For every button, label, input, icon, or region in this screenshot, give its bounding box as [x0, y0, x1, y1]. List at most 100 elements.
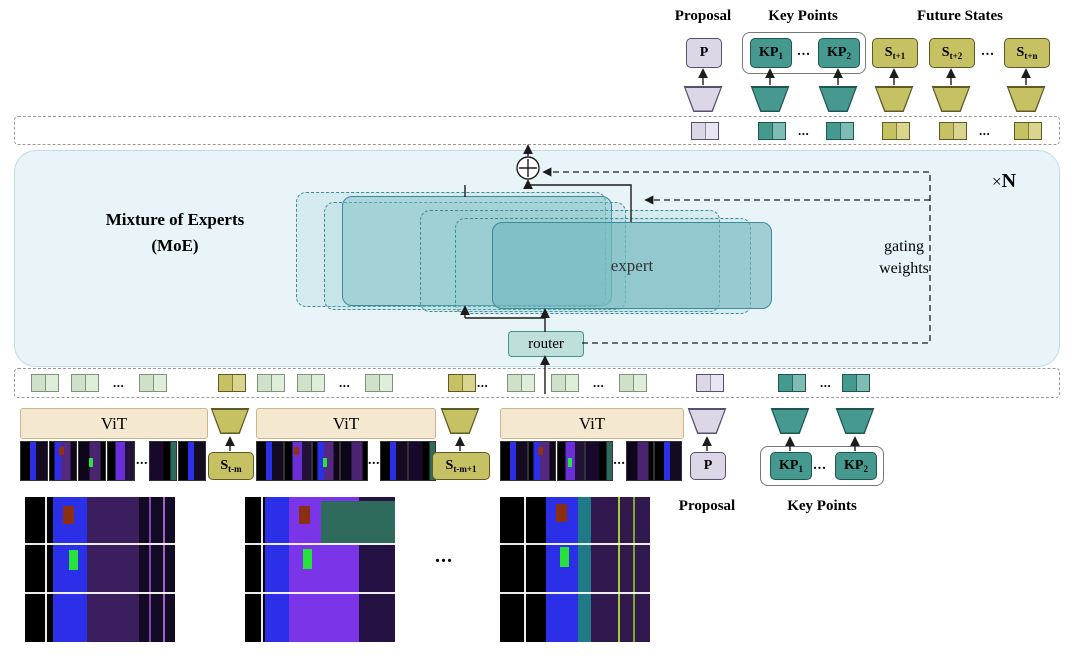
grid-line — [500, 543, 650, 545]
map-region — [321, 501, 395, 545]
vehicle-marker — [63, 506, 74, 524]
key-points-input-label: Key Points — [787, 498, 857, 514]
vit-label: ViT — [578, 413, 606, 433]
token-pair-olive — [1014, 121, 1042, 140]
future-state-n-decoder-head — [1006, 86, 1046, 112]
box-label: S — [884, 45, 893, 60]
token-pair-green — [507, 374, 535, 392]
vit-patch — [625, 441, 654, 481]
vit-patch — [78, 441, 106, 481]
ellipsis: ... — [613, 453, 626, 468]
output-token-row: ...... — [14, 116, 1060, 145]
keypoint-2-encoder-head — [835, 408, 875, 434]
router-box: router — [508, 331, 584, 357]
key-points-output-label: Key Points — [768, 8, 838, 24]
keypoint-1-decoder-head — [750, 86, 790, 112]
token-pair-green — [551, 374, 579, 392]
token-pair-lavender — [691, 121, 719, 140]
input-token-row: ............... — [14, 368, 1060, 398]
vit-patch — [284, 441, 312, 481]
vit-patch — [584, 441, 613, 481]
vit-patch — [380, 441, 408, 481]
patch-strip-2: ... — [256, 441, 436, 481]
vit-encoder-3: ViT — [500, 408, 684, 439]
vit-encoder-2: ViT — [256, 408, 436, 439]
lane-line — [149, 497, 151, 642]
vit-patch — [653, 441, 682, 481]
token-pair-olive — [939, 121, 967, 140]
ego-marker — [560, 547, 569, 567]
ellipsis: ... — [813, 458, 827, 473]
vit-patch — [256, 441, 284, 481]
proposal-output-box: P — [686, 38, 722, 68]
vit-label: ViT — [100, 413, 128, 433]
moe-title-line1: Mixture of Experts — [105, 210, 245, 229]
router-label: router — [528, 335, 564, 352]
token-pair-teal — [778, 374, 806, 392]
patch-strip-3: ... — [500, 441, 682, 481]
ellipsis: ... — [797, 44, 811, 59]
box-label: S — [1016, 45, 1025, 60]
gating-weights-label-line1: gating — [884, 238, 924, 255]
token-pair-teal — [758, 121, 786, 140]
future-states-output-label: Future States — [917, 8, 1003, 24]
ellipsis: ... — [798, 122, 810, 138]
state-tm-encoder-head — [210, 408, 250, 434]
vit-label: ViT — [332, 413, 360, 433]
token-pair-green — [71, 374, 99, 392]
proposal-output-label: Proposal — [674, 8, 732, 24]
vit-patch — [500, 441, 528, 481]
gating-weights-label-line2: weights — [879, 260, 929, 277]
repeat-n-label: ×N — [992, 170, 1016, 193]
box-label: KP — [779, 458, 799, 473]
patch-strip-1: ... — [20, 441, 206, 481]
vit-patch — [556, 441, 585, 481]
token-pair-green — [31, 374, 59, 392]
box-label: KP — [844, 458, 864, 473]
box-label: P — [699, 45, 709, 60]
ellipsis: ... — [136, 453, 148, 468]
lane-line — [633, 497, 635, 642]
box-label: P — [703, 458, 713, 473]
times-symbol: × — [992, 172, 1002, 191]
token-pair-olive — [448, 374, 476, 392]
vit-patch — [340, 441, 368, 481]
vit-patch — [408, 441, 436, 481]
ellipsis: ... — [979, 122, 991, 138]
token-pair-olive — [882, 121, 910, 140]
vit-patch — [149, 441, 177, 481]
ellipsis: ... — [368, 453, 380, 468]
token-pair-teal — [842, 374, 870, 392]
proposal-input-box: P — [690, 452, 726, 480]
box-label: S — [220, 458, 229, 473]
proposal-input-label: Proposal — [678, 498, 736, 514]
token-pair-green — [619, 374, 647, 392]
state-tm1-encoder-head — [440, 408, 480, 434]
grid-line — [245, 592, 395, 594]
vit-patch — [528, 441, 557, 481]
grid-line — [245, 543, 395, 545]
lane-line — [618, 497, 620, 642]
ellipsis: ... — [435, 545, 453, 567]
future-state-1-decoder-head — [874, 86, 914, 112]
keypoint-1-encoder-head — [770, 408, 810, 434]
bev-image-3 — [500, 497, 650, 642]
vit-encoder-1: ViT — [20, 408, 208, 439]
map-region — [139, 497, 175, 642]
ellipsis: ... — [820, 375, 832, 390]
bev-image-2 — [245, 497, 395, 642]
grid-line — [500, 592, 650, 594]
map-region — [591, 497, 650, 642]
expert-box-front: expert — [492, 222, 772, 309]
ellipsis: ... — [593, 375, 605, 390]
token-pair-green — [257, 374, 285, 392]
box-label: S — [941, 45, 950, 60]
